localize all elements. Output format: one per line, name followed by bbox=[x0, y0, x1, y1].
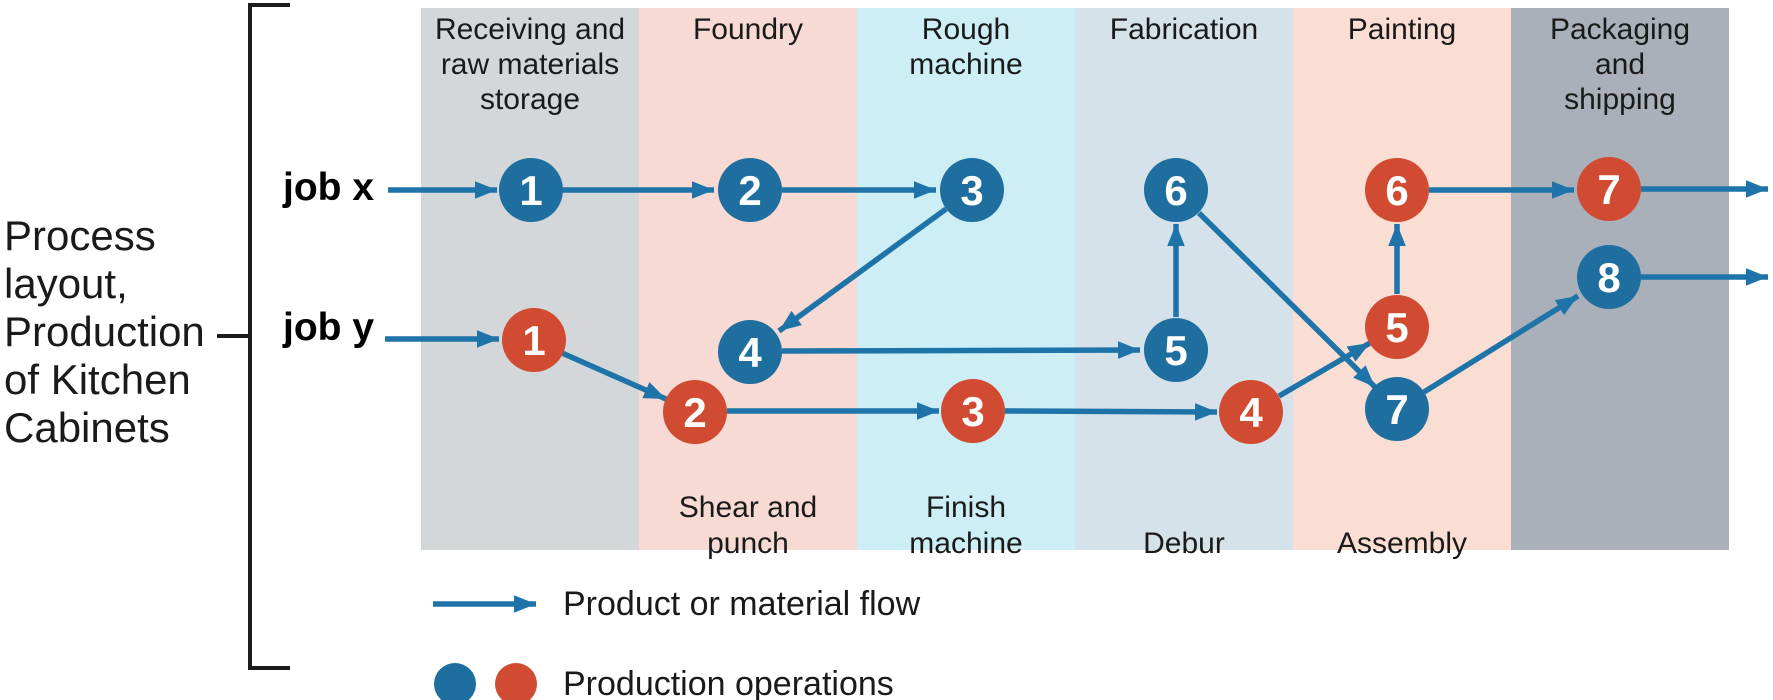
diagram-title: Process layout, Production of Kitchen Ca… bbox=[4, 212, 205, 451]
node-joby-2: 2 bbox=[663, 380, 727, 444]
node-jobx-6: 6 bbox=[1144, 158, 1208, 222]
legend-red-operation-icon bbox=[495, 663, 537, 700]
svg-text:3: 3 bbox=[960, 167, 983, 214]
department-band-painting: Painting Assembly bbox=[1293, 8, 1511, 560]
svg-text:8: 8 bbox=[1597, 254, 1620, 301]
node-jobx-8: 8 bbox=[1577, 245, 1641, 309]
department-band-receiving: Receiving and raw materials storage bbox=[421, 8, 639, 550]
arrow-x6-x7 bbox=[1197, 211, 1377, 389]
svg-text:6: 6 bbox=[1385, 167, 1408, 214]
svg-text:3: 3 bbox=[961, 388, 984, 435]
node-joby-1: 1 bbox=[502, 308, 566, 372]
node-jobx-4: 4 bbox=[718, 320, 782, 384]
department-band-rough-machine: Rough machine Finish machine bbox=[857, 8, 1075, 560]
department-label-packaging: Packaging and shipping bbox=[1549, 13, 1691, 116]
department-band-fabrication: Fabrication Debur bbox=[1075, 8, 1293, 560]
node-joby-4: 4 bbox=[1219, 380, 1283, 444]
node-jobx-1: 1 bbox=[499, 158, 563, 222]
node-jobx-7: 7 bbox=[1365, 377, 1429, 441]
svg-text:2: 2 bbox=[738, 167, 761, 214]
svg-text:1: 1 bbox=[522, 317, 545, 364]
svg-text:4: 4 bbox=[1239, 389, 1263, 436]
svg-text:7: 7 bbox=[1597, 166, 1620, 213]
arrow-x3-x4 bbox=[777, 206, 948, 334]
bracket bbox=[248, 3, 290, 670]
department-label-finish-machine: Finish machine bbox=[909, 491, 1023, 560]
department-label-assembly: Assembly bbox=[1336, 527, 1468, 560]
department-label-debur: Debur bbox=[1143, 527, 1225, 560]
department-label-painting: Painting bbox=[1347, 13, 1457, 46]
node-jobx-5: 5 bbox=[1144, 318, 1208, 382]
arrow-y1-y2 bbox=[560, 350, 668, 402]
node-jobx-3: 3 bbox=[940, 158, 1004, 222]
node-joby-7: 7 bbox=[1577, 157, 1641, 221]
node-jobx-2: 2 bbox=[718, 158, 782, 222]
node-joby-6: 6 bbox=[1365, 158, 1429, 222]
svg-text:1: 1 bbox=[519, 167, 542, 214]
legend-operations-label: Production operations bbox=[563, 665, 894, 700]
svg-text:6: 6 bbox=[1164, 167, 1187, 214]
node-joby-3: 3 bbox=[941, 379, 1005, 443]
job-y-label: job y bbox=[283, 306, 375, 349]
department-label-receiving: Receiving and raw materials storage bbox=[434, 13, 626, 116]
department-band-foundry: Foundry Shear and punch bbox=[639, 8, 857, 560]
department-label-fabrication: Fabrication bbox=[1109, 13, 1259, 46]
legend-flow-label: Product or material flow bbox=[563, 585, 921, 623]
legend-blue-operation-icon bbox=[434, 663, 476, 700]
arrow-y4-y5 bbox=[1277, 340, 1372, 399]
svg-text:5: 5 bbox=[1164, 327, 1187, 374]
arrow-y3-y4 bbox=[1004, 403, 1218, 421]
svg-text:2: 2 bbox=[683, 389, 706, 436]
department-label-shear-punch: Shear and punch bbox=[678, 491, 818, 560]
department-label-foundry: Foundry bbox=[692, 13, 804, 46]
department-label-rough-machine: Rough machine bbox=[909, 13, 1023, 81]
svg-text:4: 4 bbox=[738, 329, 762, 376]
job-x-label: job x bbox=[283, 166, 375, 209]
arrow-x4-x5 bbox=[781, 341, 1141, 359]
svg-text:7: 7 bbox=[1385, 386, 1408, 433]
svg-text:5: 5 bbox=[1385, 304, 1408, 351]
node-joby-5: 5 bbox=[1365, 295, 1429, 359]
arrow-x7-x8 bbox=[1422, 293, 1580, 395]
